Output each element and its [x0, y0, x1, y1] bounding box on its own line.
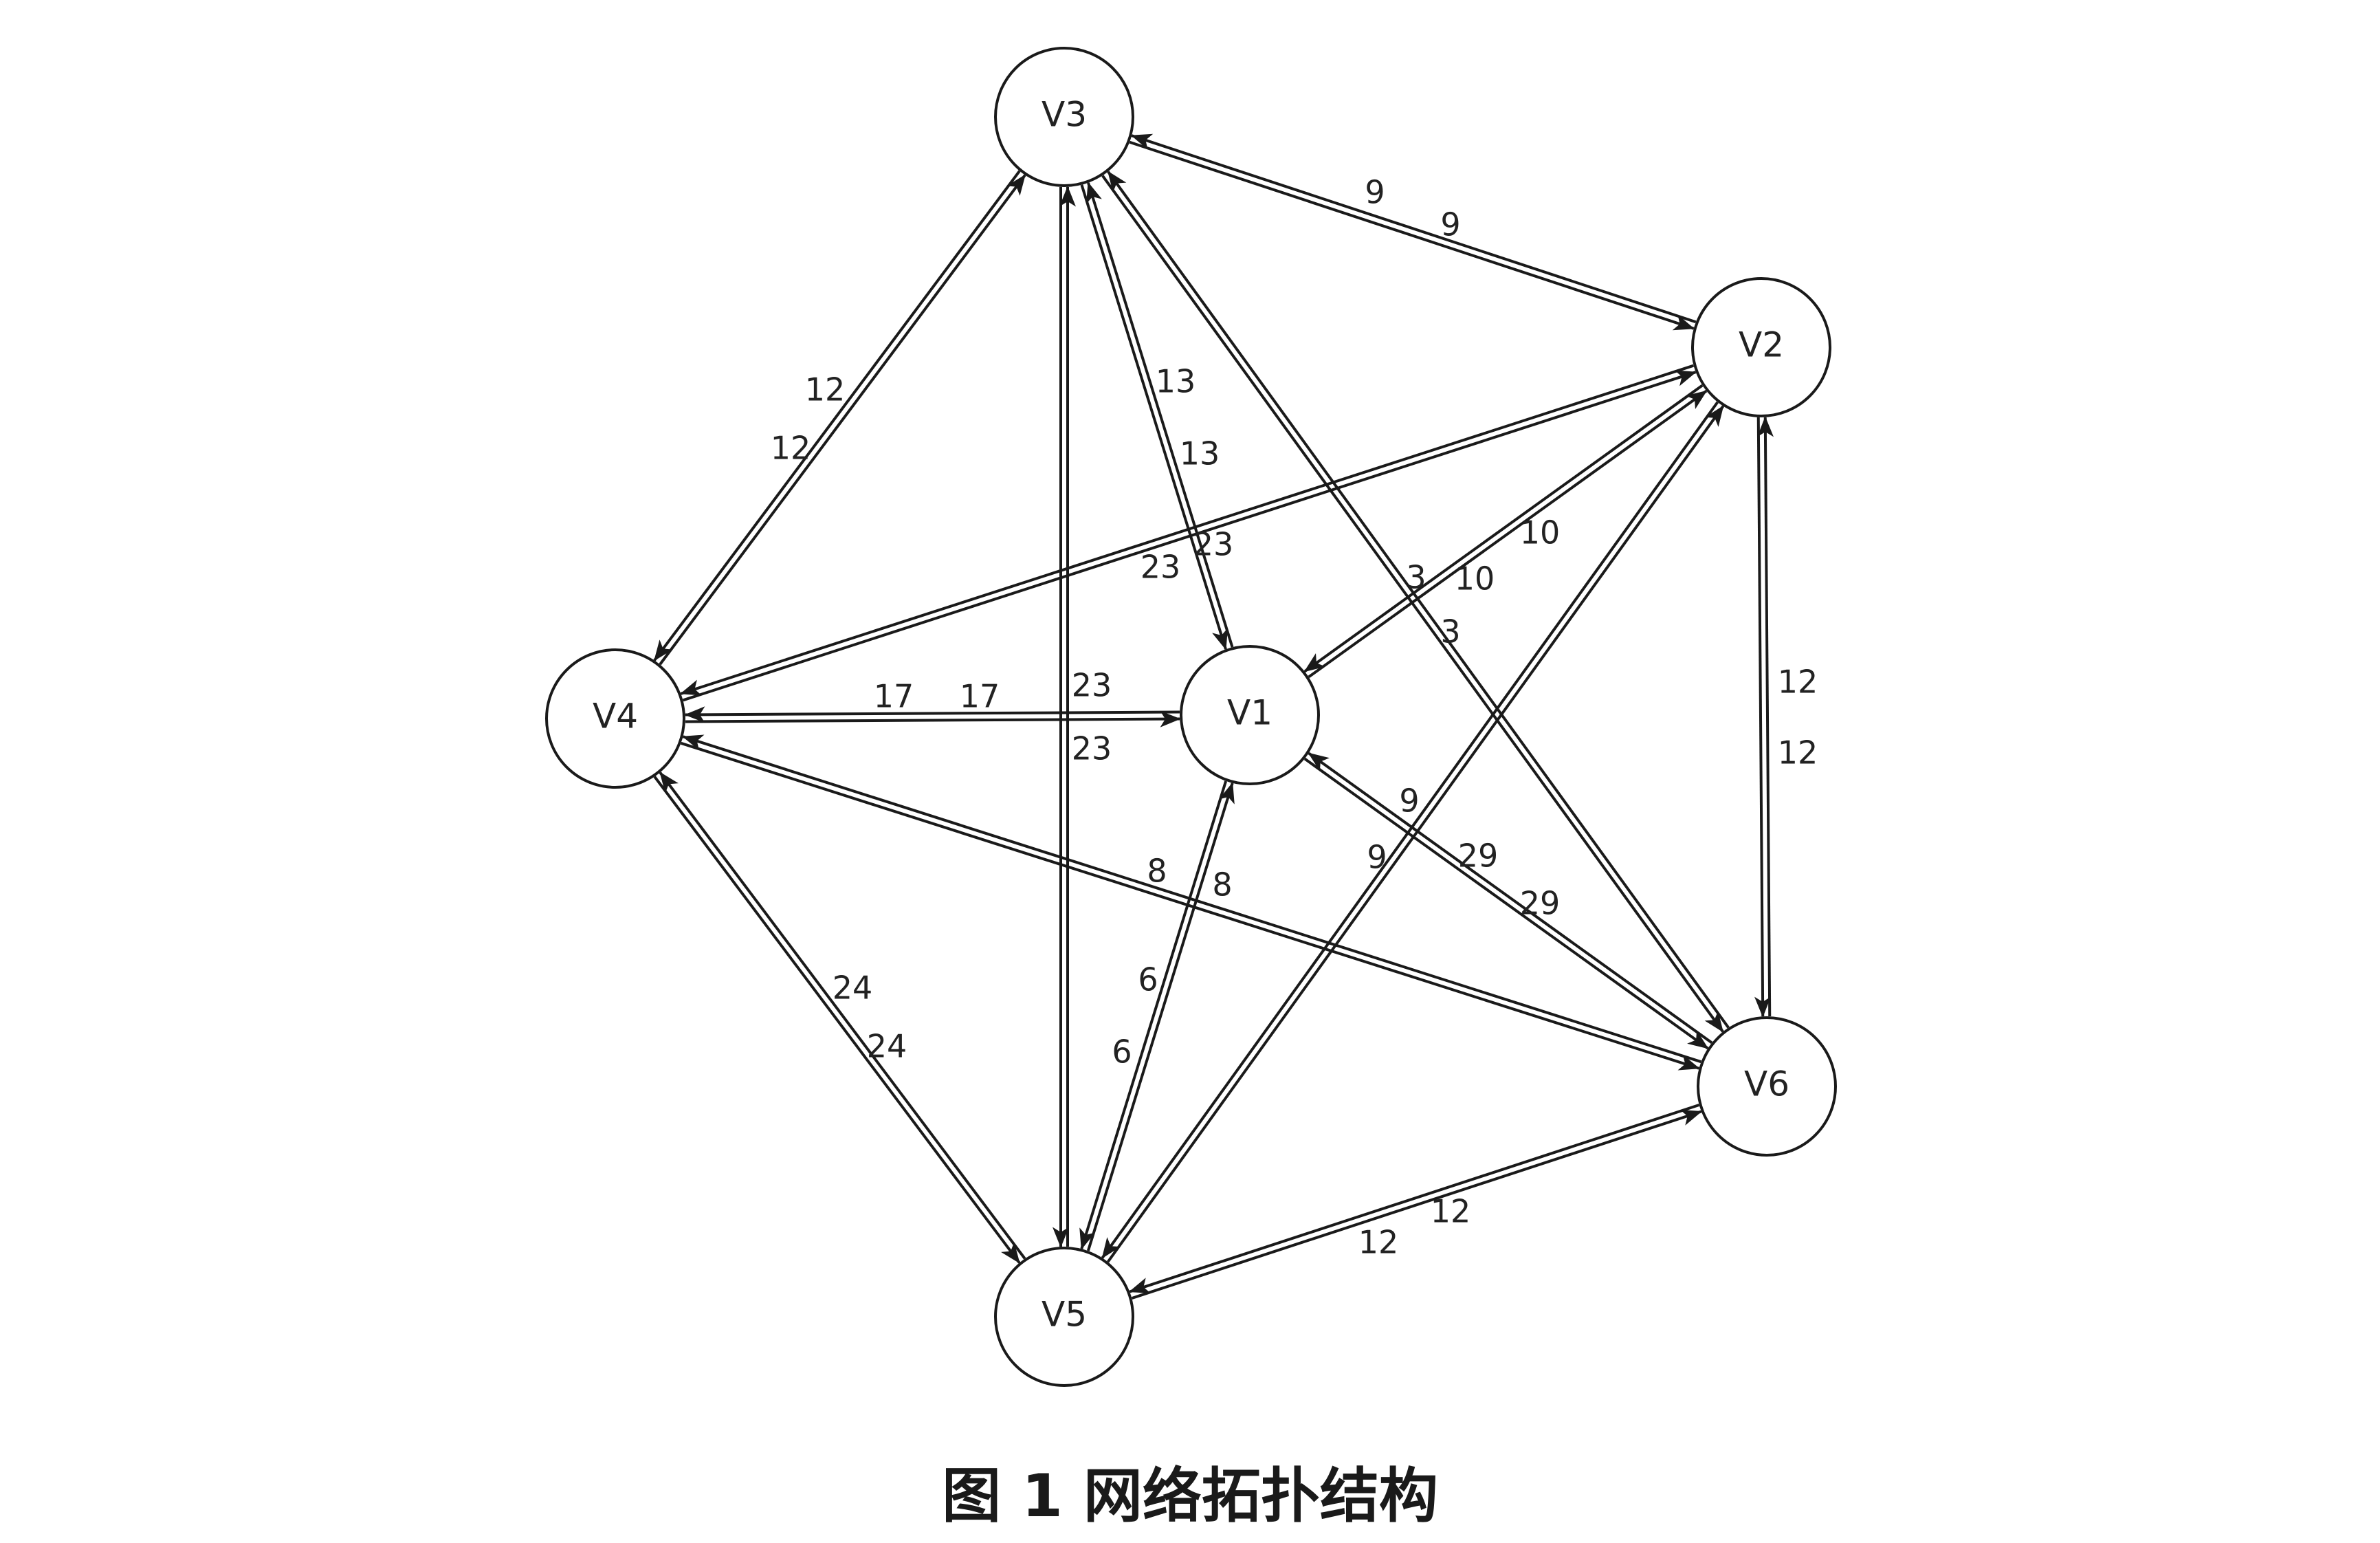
edge-v2-v6: 12 12: [1754, 416, 1818, 1018]
edge-weight-label: 6: [1112, 1033, 1132, 1071]
edge-arrow-v2-to-v6: [1754, 417, 1772, 1018]
node-v6: V6: [1697, 1016, 1837, 1157]
edge-arrow-v5-to-v4: [659, 772, 1026, 1260]
edge-arrow-v1-to-v6: [1303, 757, 1709, 1050]
edge-v1-v5: 66: [1079, 780, 1235, 1251]
node-label: V4: [593, 697, 638, 736]
edge-weight-label: 17: [874, 678, 914, 715]
edge-weight-label: 12: [1778, 664, 1818, 701]
edge-weight-label: 9: [1440, 206, 1460, 243]
edge-weight-label: 8: [1147, 853, 1167, 890]
edge-weight-label: 9: [1367, 839, 1387, 876]
edge-weight-label: 23: [1072, 667, 1112, 704]
edge-arrow-v5-to-v1: [1086, 782, 1235, 1251]
edge-weight-label: 23: [1141, 549, 1181, 586]
node-label: V1: [1227, 693, 1272, 733]
edge-arrow-v4-to-v5: [653, 776, 1021, 1264]
edge-arrow-v1-to-v3: [1086, 182, 1234, 648]
node-v4: V4: [545, 648, 685, 789]
edge-v3-v4: 12 12: [653, 170, 1026, 666]
edge-arrow-v5-to-v2: [1106, 405, 1725, 1263]
node-v5: V5: [994, 1247, 1134, 1387]
edge-weight-label: 29: [1520, 885, 1561, 922]
edge-arrow-v1-to-v5: [1079, 780, 1228, 1250]
edge-weight-label: 12: [771, 430, 811, 467]
node-v2: V2: [1691, 277, 1831, 417]
node-v3: V3: [994, 47, 1134, 187]
node-label: V5: [1042, 1295, 1087, 1335]
edge-weight-label: 3: [1440, 613, 1460, 650]
edge-weight-label: 24: [867, 1028, 907, 1065]
edge-arrow-v1-to-v2: [1308, 389, 1708, 679]
edge-arrow-v6-to-v5: [1128, 1104, 1700, 1294]
edge-arrow-v2-to-v1: [1303, 384, 1704, 673]
edge-arrow-v3-to-v2: [1129, 140, 1695, 331]
node-circle: [994, 1247, 1134, 1387]
edge-weight-label: 8: [1212, 866, 1232, 904]
edge-arrow-v4-to-v2: [682, 370, 1697, 702]
edge-v4-v5: 24 24: [653, 772, 1026, 1264]
edge-weight-label: 17: [960, 678, 1000, 715]
edge-arrow-v3-to-v1: [1080, 184, 1228, 650]
edge-weight-label: 13: [1180, 435, 1220, 472]
edge-v3-v2: 99: [1129, 133, 1697, 331]
edge-weight-label: 12: [1358, 1224, 1399, 1261]
node-v1: V1: [1180, 645, 1320, 785]
edge-weight-label: 9: [1399, 783, 1419, 820]
edge-arrow-v6-to-v1: [1308, 752, 1713, 1044]
edge-arrow-v6-to-v2: [1756, 416, 1774, 1016]
edge-arrow-v4-to-v1: [685, 710, 1181, 727]
edge-weight-label: 12: [805, 371, 846, 408]
edge-weight-label: 10: [1455, 560, 1495, 598]
edge-arrow-v6-to-v4: [682, 734, 1701, 1064]
edge-arrow-v2-to-v3: [1130, 133, 1697, 324]
edge-arrow-v1-to-v4: [684, 706, 1180, 723]
edge-weight-label: 23: [1193, 526, 1234, 563]
node-circle: [994, 47, 1134, 187]
edge-arrow-v2-to-v5: [1101, 401, 1719, 1259]
node-circle: [1180, 645, 1320, 785]
edge-arrow-v4-to-v6: [681, 741, 1700, 1071]
edge-weight-label: 9: [1365, 174, 1385, 211]
edge-arrow-v2-to-v4: [680, 364, 1695, 696]
edge-v2-v1: 10 10: [1303, 384, 1708, 679]
edge-v4-v1: 17 17 23 23: [684, 667, 1181, 767]
node-label: V6: [1744, 1064, 1789, 1104]
node-label: V3: [1042, 95, 1087, 135]
node-circle: [1697, 1016, 1837, 1157]
edge-arrow-v3-to-v4: [653, 170, 1021, 661]
edge-weight-label: 12: [1431, 1193, 1471, 1230]
edge-v5-v6: 12 12: [1128, 1104, 1703, 1300]
edge-weight-label: 29: [1458, 838, 1499, 875]
edge-v2-v5: 99: [1101, 401, 1725, 1263]
edge-v3-v1: 13 13: [1080, 182, 1234, 650]
node-circle: [1691, 277, 1831, 417]
edge-weight-label: 24: [833, 970, 873, 1007]
edge-arrow-v4-to-v3: [659, 174, 1026, 666]
edge-weight-label: 6: [1138, 961, 1158, 998]
edge-v3-v5: [1053, 186, 1076, 1248]
edge-arrow-v5-to-v6: [1131, 1109, 1703, 1300]
node-circle: [545, 648, 685, 789]
edge-weight-label: 10: [1520, 514, 1561, 551]
edge-v1-v6: 29 29: [1303, 752, 1713, 1050]
node-label: V2: [1739, 325, 1784, 365]
edge-weight-label: 13: [1156, 363, 1196, 400]
figure-caption: 图 1 网络拓扑结构: [942, 1462, 1438, 1531]
edge-weight-label: 12: [1778, 734, 1818, 772]
edge-weight-label: 23: [1072, 730, 1112, 767]
edge-v2-v4: 23 23: [680, 364, 1697, 702]
